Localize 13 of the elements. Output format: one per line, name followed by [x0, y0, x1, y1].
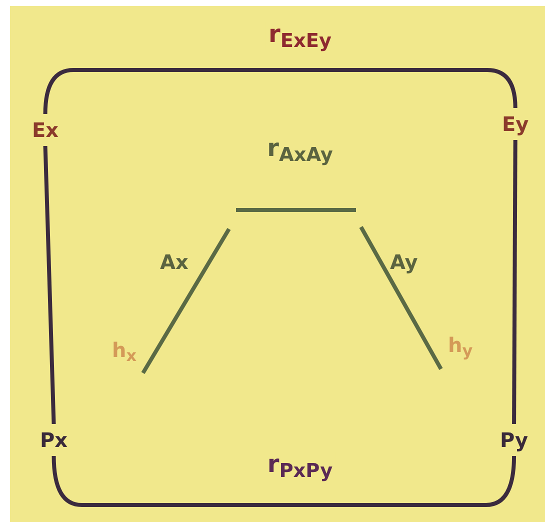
variable-label: h$_{x}$ — [112, 340, 137, 364]
variable-label: r$_{AxAy}$ — [267, 136, 333, 164]
connector-line — [512, 140, 518, 424]
variable-label: Ay — [390, 252, 418, 272]
connector-line — [43, 146, 56, 424]
variable-label: h$_{y}$ — [448, 335, 473, 359]
node-label: Px — [38, 428, 70, 452]
node-label: Py — [498, 428, 530, 452]
connector-line — [43, 68, 518, 114]
connector-line — [52, 456, 516, 507]
node-label: Ex — [30, 118, 61, 142]
node-label: Ey — [500, 112, 531, 136]
variable-label: Ax — [160, 252, 188, 272]
